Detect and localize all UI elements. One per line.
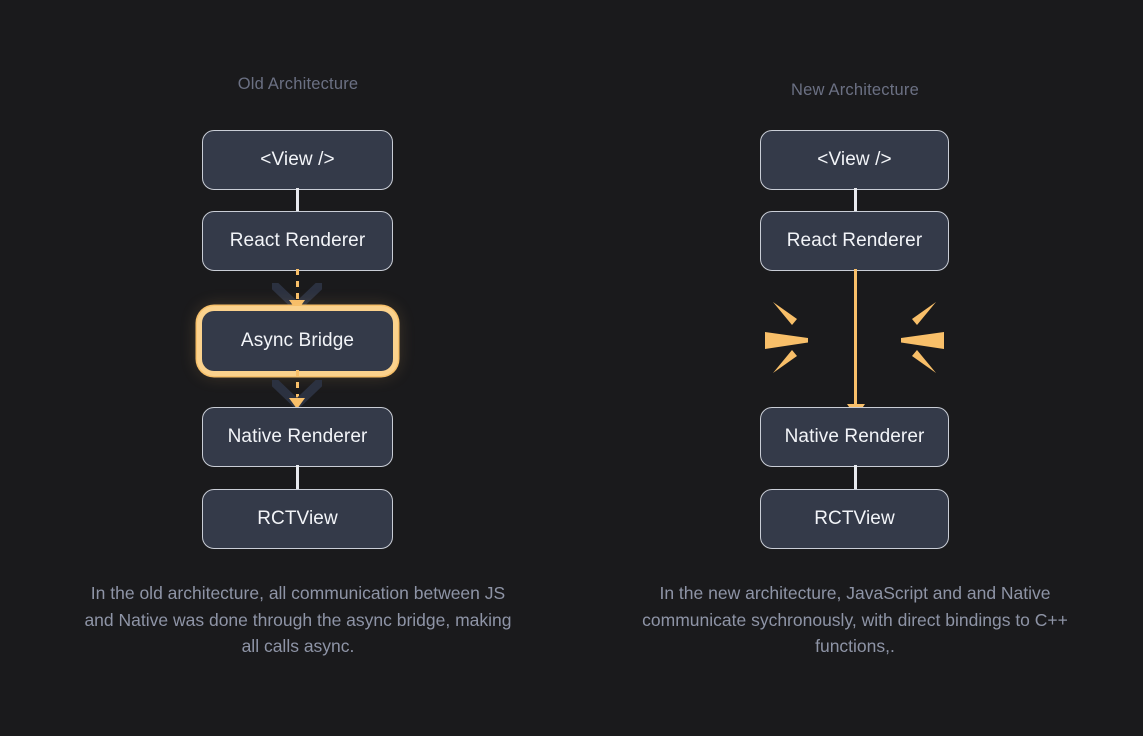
node-old-react-renderer[interactable]: React Renderer <box>202 211 393 271</box>
node-label: Async Bridge <box>240 330 355 351</box>
node-label: Native Renderer <box>784 426 925 447</box>
node-old-async-bridge[interactable]: Async Bridge <box>202 311 393 371</box>
node-label: Native Renderer <box>227 426 368 447</box>
node-label: <View /> <box>817 149 892 170</box>
connector-new-view-to-react <box>853 188 857 213</box>
node-old-rctview[interactable]: RCTView <box>202 489 393 549</box>
node-new-native-renderer[interactable]: Native Renderer <box>760 407 949 467</box>
column-old-architecture: Old Architecture <View /> React Renderer… <box>18 0 578 736</box>
node-old-view[interactable]: <View /> <box>202 130 393 190</box>
node-label: <View /> <box>260 149 335 170</box>
column-title-old: Old Architecture <box>237 75 359 93</box>
node-label: React Renderer <box>229 230 366 251</box>
arrowhead-old-native-in <box>289 398 305 409</box>
node-new-react-renderer[interactable]: React Renderer <box>760 211 949 271</box>
node-label: React Renderer <box>786 230 923 251</box>
node-label: RCTView <box>814 508 895 529</box>
node-label: RCTView <box>257 508 338 529</box>
node-new-rctview[interactable]: RCTView <box>760 489 949 549</box>
connector-old-view-to-react <box>296 188 299 213</box>
caption-old-architecture: In the old architecture, all communicati… <box>84 583 512 656</box>
node-old-native-renderer[interactable]: Native Renderer <box>202 407 393 467</box>
node-new-view[interactable]: <View /> <box>760 130 949 190</box>
column-title-new: New Architecture <box>791 81 919 99</box>
caption-new-architecture: In the new architecture, JavaScript and … <box>642 583 1068 656</box>
arrowhead-old-bridge-in <box>289 300 305 311</box>
flow-old-bridge-to-native <box>296 370 299 404</box>
connector-old-native-to-rctview <box>296 465 299 491</box>
column-new-architecture: New Architecture <View /> React Renderer <box>575 0 1135 736</box>
flow-new-react-to-native <box>853 269 857 415</box>
connector-new-native-to-rctview <box>853 465 857 491</box>
flow-old-react-to-bridge <box>296 269 299 305</box>
